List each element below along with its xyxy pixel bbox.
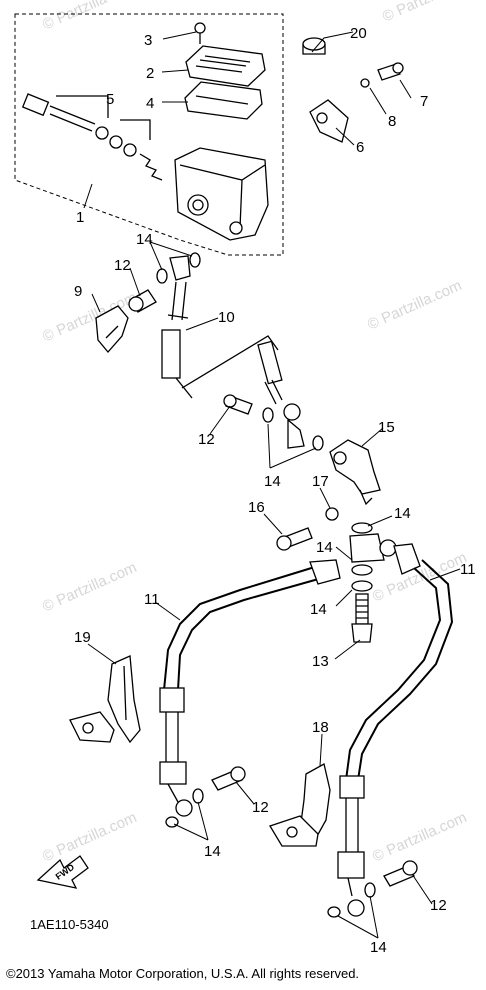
callout-labels: 3 2 4 5 20 7 8 6 1 14 12 9 10 12 14 15 1…: [74, 25, 476, 956]
bracket-part-18: [269, 763, 331, 847]
callout-3: 3: [144, 32, 152, 49]
callout-12: 12: [198, 431, 215, 448]
brake-hose-part-11: [159, 559, 341, 817]
callout-14: 14: [370, 939, 387, 956]
callout-16: 16: [248, 499, 265, 516]
callout-14: 14: [264, 473, 281, 490]
callout-2: 2: [146, 65, 154, 82]
copyright-notice: ©2013 Yamaha Motor Corporation, U.S.A. A…: [6, 966, 360, 981]
washer-part-14: [262, 407, 324, 451]
forward-arrow-icon: FWD: [36, 855, 89, 889]
brake-hose-part-10: [161, 255, 193, 399]
callout-1: 1: [76, 209, 84, 226]
callout-10: 10: [218, 309, 235, 326]
callout-18: 18: [312, 719, 329, 736]
callout-7: 7: [420, 93, 428, 110]
diaphragm-part-4: [184, 81, 263, 120]
union-bolt-part-12: [383, 860, 418, 887]
callout-15: 15: [378, 419, 395, 436]
boot-part-9: [95, 305, 129, 354]
union-bolt-part-12: [223, 394, 253, 415]
cap-part-20: [302, 37, 326, 55]
brake-hose-part-11: [337, 543, 454, 917]
callout-11: 11: [460, 561, 476, 578]
holder-part-6: [309, 99, 349, 143]
continuation-line: [181, 335, 279, 389]
callout-19: 19: [74, 629, 91, 646]
piston-kit-part-5: [21, 93, 163, 181]
callout-6: 6: [356, 139, 364, 156]
callout-14: 14: [204, 843, 221, 860]
washer-part-14: [156, 252, 201, 284]
callout-11: 11: [144, 591, 160, 608]
washer-part-14: [327, 882, 376, 918]
callout-12: 12: [252, 799, 269, 816]
callout-9: 9: [74, 283, 82, 300]
union-bolt-part-12: [128, 289, 157, 313]
bolt-part-16: [276, 527, 313, 551]
bolt-part-17: [325, 507, 339, 521]
assembly-outline: [14, 13, 284, 256]
center-joint: [349, 533, 397, 563]
screw-part-3: [194, 22, 206, 44]
reservoir-cap-part-2: [185, 45, 266, 87]
callout-14: 14: [316, 539, 333, 556]
callout-13: 13: [312, 653, 329, 670]
bolt-part-7: [377, 62, 404, 81]
part-code: 1AE110-5340: [30, 917, 109, 932]
washer-part-8: [360, 78, 370, 88]
callout-14: 14: [310, 601, 327, 618]
callout-12: 12: [114, 257, 131, 274]
callout-17: 17: [312, 473, 329, 490]
brake-hose-mid: [257, 340, 305, 449]
callout-20: 20: [350, 25, 367, 42]
leader-lines: [83, 31, 461, 939]
callout-8: 8: [388, 113, 396, 130]
master-cylinder-part-1: [174, 147, 269, 241]
bracket-part-19: [69, 655, 141, 744]
union-bolt-part-12: [211, 766, 246, 791]
union-bolt-part-13: [351, 593, 373, 643]
joint-part-15: [329, 439, 381, 506]
callout-12: 12: [430, 897, 447, 914]
callout-5: 5: [106, 91, 114, 108]
callout-14: 14: [136, 231, 153, 248]
callout-14: 14: [394, 505, 411, 522]
washer-part-14: [351, 522, 373, 592]
callout-4: 4: [146, 95, 154, 112]
